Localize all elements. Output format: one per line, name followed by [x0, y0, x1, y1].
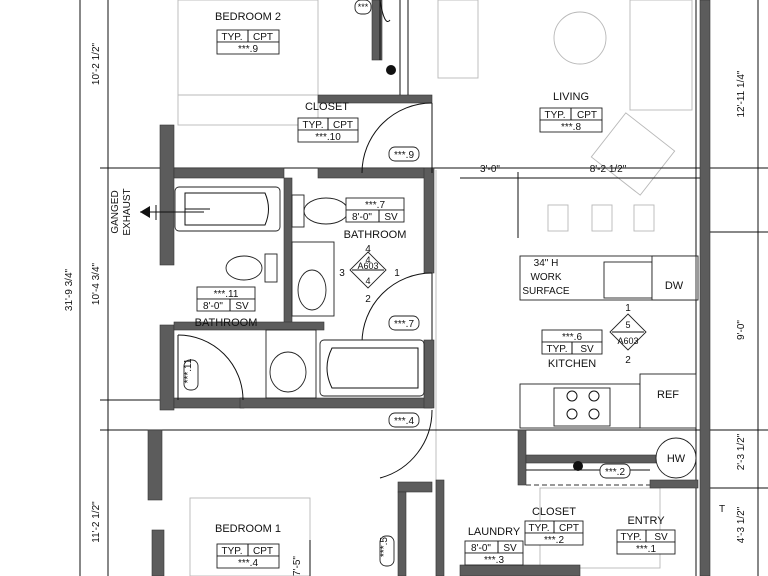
marker1-middle-2: 4 — [365, 276, 370, 286]
door-tag-4: ***.4 — [394, 416, 414, 427]
entry-name: ENTRY — [627, 515, 665, 527]
laundry-finish-1: 8'-0" — [471, 543, 491, 554]
bathroom-right-finish-1: 8'-0" — [352, 212, 372, 223]
marker1-left: 3 — [339, 268, 345, 279]
work-surface-line3: SURFACE — [522, 286, 570, 297]
ref-label: REF — [657, 389, 679, 401]
closet-lower-tag: ***.2 — [544, 535, 564, 546]
finish-tags: TYP. CPT ***.9 TYP. CPT ***.10 TYP. CPT … — [196, 29, 676, 569]
bathroom-left-name: BATHROOM — [195, 317, 258, 329]
laundry-name: LAUNDRY — [468, 526, 521, 538]
bedroom2-finish-2: CPT — [253, 32, 273, 43]
marker1-middle: 4 — [365, 255, 370, 265]
living-name: LIVING — [553, 91, 589, 103]
bedroom2-name: BEDROOM 2 — [215, 11, 281, 23]
closet-upper-finish-1: TYP. — [303, 120, 324, 131]
dim-left-11-2: 11'-2 1/2" — [91, 501, 102, 543]
dim-8-2: 8'-2 1/2" — [590, 164, 627, 175]
closet-lower-name: CLOSET — [532, 506, 576, 518]
bedroom2-tag: ***.9 — [238, 44, 258, 55]
dw-label: DW — [665, 280, 684, 292]
kitchen-name: KITCHEN — [548, 358, 596, 370]
door-tag-11: ***.11 — [183, 358, 194, 383]
bedroom1-tag: ***.4 — [238, 558, 258, 569]
marker2-sheet: A603 — [617, 336, 638, 346]
marker2-middle: 5 — [625, 320, 630, 330]
marker2-top: 1 — [625, 303, 631, 314]
closet-lower-finish-1: TYP. — [529, 523, 550, 534]
door-tag-2: ***.2 — [605, 467, 625, 478]
work-surface-line1: 34" H — [534, 258, 559, 269]
bathroom-right-name: BATHROOM — [344, 229, 407, 241]
kitchen-finish-1: TYP. — [547, 344, 568, 355]
living-tag: ***.8 — [561, 122, 581, 133]
dim-left-10-4: 10'-4 3/4" — [91, 262, 102, 305]
marker1-right: 1 — [394, 268, 400, 279]
walls — [147, 0, 711, 576]
bedroom1-finish-2: CPT — [253, 546, 273, 557]
laundry-tag: ***.3 — [484, 555, 504, 566]
entry-finish-1: TYP. — [621, 532, 642, 543]
kitchen-fixtures — [519, 255, 699, 479]
door-tag-7: ***.7 — [394, 319, 414, 330]
room-labels: BEDROOM 2 CLOSET LIVING BATHROOM BATHROO… — [195, 11, 666, 538]
living-finish-2: CPT — [577, 110, 597, 121]
marker1-top: 4 — [365, 244, 371, 255]
kitchen-tag: ***.6 — [562, 332, 582, 343]
bedroom2-finish-1: TYP. — [222, 32, 243, 43]
bathroom-right-finish-2: SV — [384, 212, 398, 223]
dim-left-31-9: 31'-9 3/4" — [64, 268, 75, 311]
bathroom-left-tag: ***.11 — [214, 289, 239, 300]
marker1-sheet: A603 — [357, 261, 378, 271]
dim-right-4-3: 4'-3 1/2" — [736, 506, 747, 543]
entry-tag: ***.1 — [636, 544, 656, 555]
work-surface-line2: WORK — [530, 272, 561, 283]
door-tag-5: ***.5 — [379, 537, 390, 557]
dim-right-9-0: 9'-0" — [736, 320, 747, 340]
exhaust-arrow-icon — [140, 205, 204, 220]
section-marker-1: 4 A603 4 4 1 2 3 — [339, 244, 400, 305]
bedroom1-finish-1: TYP. — [222, 546, 243, 557]
dim-bottom-7-5: 7'-5" — [292, 556, 303, 576]
door-tag-top: *** — [358, 2, 369, 12]
door-tags: *** ***.9 ***.7 ***.4 ***.2 ***.11 ***.5 — [183, 0, 631, 567]
exhaust-label-2: EXHAUST — [122, 188, 133, 235]
kitchen-finish-2: SV — [580, 344, 594, 355]
dim-3-0: 3'-0" — [480, 164, 500, 175]
dim-left-10-2: 10'-2 1/2" — [91, 42, 102, 85]
living-finish-1: TYP. — [545, 110, 566, 121]
closet-lower-finish-2: CPT — [559, 523, 579, 534]
bathroom-left-finish-2: SV — [235, 301, 249, 312]
appliance-labels: 34" H WORK SURFACE DW REF HW T GANGED EX… — [110, 188, 725, 515]
closet-upper-name: CLOSET — [305, 101, 349, 113]
dimension-labels: 3'-0" 8'-2 1/2" 10'-2 1/2" 10'-4 3/4" 31… — [64, 42, 747, 575]
hw-label: HW — [667, 453, 686, 465]
marker2-bottom: 2 — [625, 355, 631, 366]
door-tag-9: ***.9 — [394, 150, 414, 161]
bathroom-right-tag: ***.7 — [365, 200, 385, 211]
bathroom-left-finish-1: 8'-0" — [203, 301, 223, 312]
laundry-finish-2: SV — [503, 543, 517, 554]
closet-upper-tag: ***.10 — [315, 132, 341, 143]
exhaust-label-1: GANGED — [110, 190, 121, 233]
section-marker-2: 5 A603 1 2 — [609, 303, 647, 366]
bedroom1-name: BEDROOM 1 — [215, 523, 281, 535]
dim-right-12-11: 12'-11 1/4" — [736, 70, 747, 117]
door-swings — [177, 0, 433, 479]
bathroom-fixtures — [174, 186, 425, 399]
marker1-bottom: 2 — [365, 294, 371, 305]
dim-right-2-3: 2'-3 1/2" — [736, 433, 747, 470]
t-mark-label: T — [719, 504, 725, 515]
closet-upper-finish-2: CPT — [333, 120, 353, 131]
entry-finish-2: SV — [654, 532, 668, 543]
